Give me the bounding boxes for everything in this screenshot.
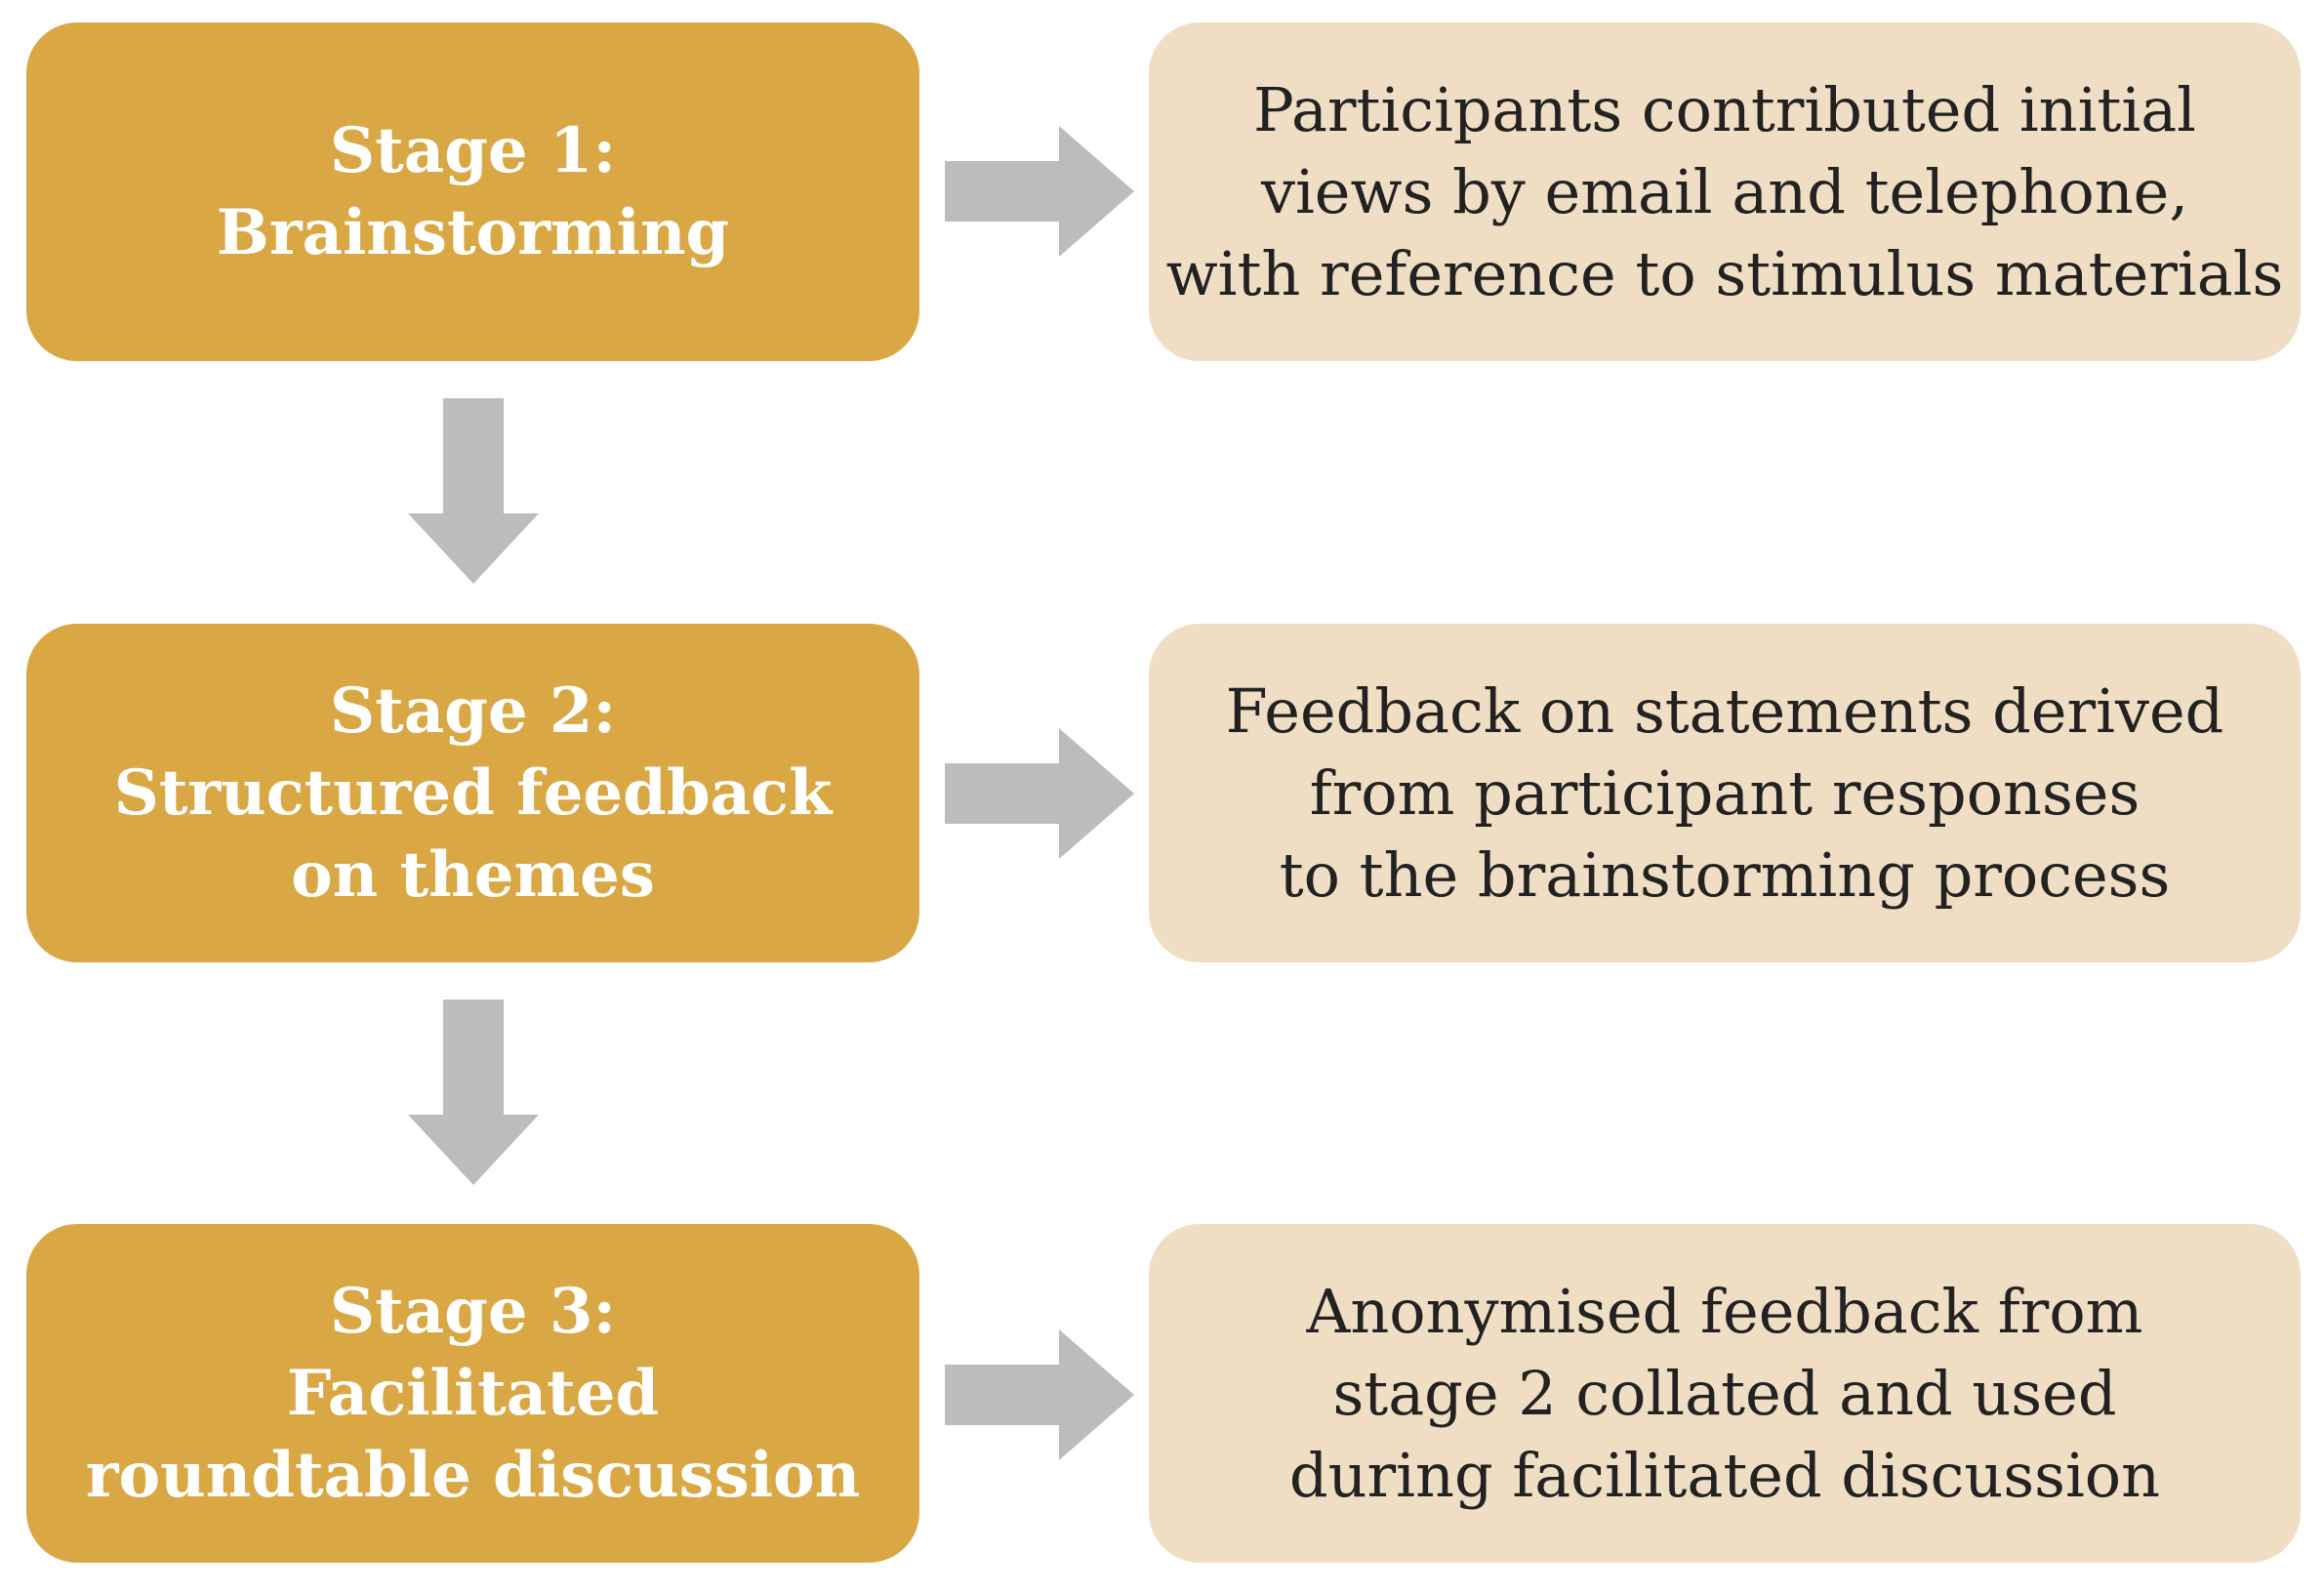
stage-2-title: Structured feedback [113,755,833,830]
stage-2-description-line: to the brainstorming process [1279,838,2171,911]
stage-3-title: roundtable discussion [85,1438,861,1512]
right-arrow-icon [945,728,1134,859]
stage-3-label: Stage 3: [329,1274,617,1348]
stage-3-box: Stage 3: Facilitated roundtable discussi… [26,1224,919,1563]
stage-2-title: on themes [291,837,655,912]
stage-2-label: Stage 2: [329,674,617,748]
right-arrow-icon [945,126,1134,257]
stage-1-description-line: with reference to stimulus materials [1165,237,2284,309]
stage-3-description-box: Anonymised feedback from stage 2 collate… [1149,1224,2301,1563]
stage-2-box: Stage 2: Structured feedback on themes [26,624,919,962]
right-arrow-icon [945,1329,1134,1460]
stage-2-description-box: Feedback on statements derived from part… [1149,624,2301,962]
stage-3-description-line: Anonymised feedback from [1306,1275,2143,1347]
stage-1-description-line: Participants contributed initial [1253,73,2196,145]
stage-1-title: Brainstorming [216,195,730,269]
stage-2-description-line: from participant responses [1309,756,2141,829]
stage-1-description-line: views by email and telephone, [1260,155,2189,227]
stage-1-box: Stage 1: Brainstorming [26,22,919,361]
stage-1-description-box: Participants contributed initial views b… [1149,22,2301,361]
stage-1-label: Stage 1: [329,113,617,187]
stage-2-description-line: Feedback on statements derived [1225,674,2224,747]
stage-3-title: Facilitated [286,1356,660,1430]
down-arrow-icon [408,398,539,584]
down-arrow-icon [408,1000,539,1185]
stage-3-description-line: stage 2 collated and used [1332,1357,2117,1429]
stage-3-description-line: during facilitated discussion [1288,1439,2161,1511]
